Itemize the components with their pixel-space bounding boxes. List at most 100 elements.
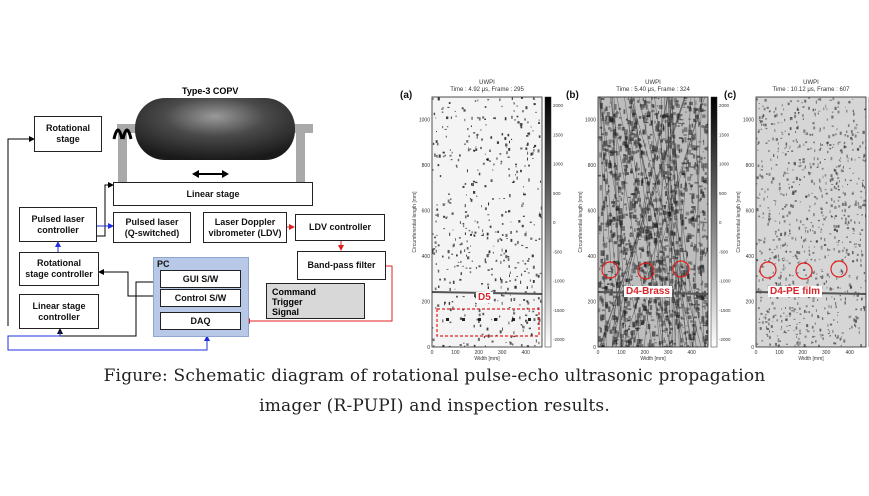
y-tick-label: 200 [588, 300, 597, 306]
x-axis-label: Width [mm] [798, 356, 824, 362]
y-tick-label: 1000 [743, 118, 754, 124]
x-tick-label: 400 [845, 350, 854, 356]
colorbar-tick-label: -2000 [719, 337, 731, 342]
y-axis-label: Circumferential length [mm] [578, 191, 584, 253]
ldv-controller-box: LDV controller [295, 214, 385, 241]
band-pass-filter-box: Band-pass filter [297, 251, 386, 280]
pc-label: PC [157, 259, 170, 269]
control-sw-box: Control S/W [160, 289, 241, 307]
wavefield-texture [756, 97, 866, 347]
rotational-stage-label: Rotational stage [46, 123, 90, 144]
colorbar-tick-label: 2000 [719, 103, 730, 108]
x-tick-label: 200 [641, 350, 650, 356]
rotational-stage-box: Rotational stage [34, 116, 102, 152]
colorbar-tick-label: 2000 [553, 103, 564, 108]
x-tick-label: 0 [431, 350, 434, 356]
ldv-controller-label: LDV controller [308, 222, 371, 232]
colorbar-tick-label: -1500 [719, 308, 731, 313]
defect-annotation: D4-Brass [624, 286, 672, 297]
colorbar-tick-label: 1500 [719, 132, 730, 137]
linear-stage-box: Linear stage [113, 182, 313, 206]
y-tick-label: 400 [588, 254, 597, 260]
colorbar [710, 96, 718, 348]
y-tick-label: 800 [422, 163, 431, 169]
y-tick-label: 1000 [419, 118, 430, 124]
defect-region-box [436, 308, 540, 337]
defect-mark [446, 318, 449, 321]
daq-box: DAQ [160, 312, 241, 330]
linear-stage-controller-label: Linear stage controller [32, 300, 86, 322]
defect-mark [478, 318, 481, 321]
x-tick-label: 300 [664, 350, 673, 356]
plot-border [755, 96, 867, 348]
colorbar-tick-label: -1000 [553, 279, 565, 284]
copv-title: Type-3 COPV [182, 86, 239, 96]
y-tick-label: 400 [422, 254, 431, 260]
colorbar-tick-label: -500 [553, 249, 563, 254]
y-tick-label: 800 [746, 163, 755, 169]
defect-circle [830, 260, 848, 278]
x-tick-label: 100 [617, 350, 626, 356]
y-tick-label: 1000 [585, 118, 596, 124]
y-tick-label: 800 [588, 163, 597, 169]
colorbar-tick-label: -500 [719, 249, 729, 254]
pulsed-laser-controller-label: Pulsed laser controller [31, 213, 85, 235]
defect-circle [672, 260, 690, 278]
defect-circle [601, 261, 619, 279]
legend-signal: Signal [272, 307, 300, 317]
panel-title-text: UWPI [479, 80, 495, 86]
panel-time-frame: Time : 5.40 μs, Frame : 324 [616, 87, 690, 93]
defect-circle [637, 262, 655, 280]
linear-stage-controller-box: Linear stage controller [19, 294, 99, 329]
legend-command: Command [272, 287, 317, 297]
daq-label: DAQ [190, 315, 211, 326]
pulsed-laser-box: Pulsed laser (Q-switched) [113, 212, 191, 243]
y-axis-label: Circumferential length [mm] [412, 191, 418, 253]
defect-circle [795, 262, 813, 280]
x-tick-label: 0 [597, 350, 600, 356]
plot-area [432, 97, 542, 347]
copv-cylinder [135, 98, 295, 160]
ldv-label: Laser Doppler vibrometer (LDV) [208, 216, 282, 238]
y-tick-label: 400 [746, 254, 755, 260]
panel-time-frame: Time : 10.12 μs, Frame : 607 [772, 87, 850, 93]
x-axis-label: Width [mm] [640, 356, 666, 362]
coupling-icon [112, 128, 133, 140]
panel-letter: (a) [400, 90, 413, 101]
panel-letter: (b) [566, 90, 579, 101]
wavefield-texture [432, 97, 542, 347]
colorbar-tick-label: 1000 [553, 162, 564, 167]
y-axis-label: Circumferential length [mm] [736, 191, 742, 253]
plot-border [431, 96, 543, 348]
panel-title-text: UWPI [803, 80, 819, 86]
y-tick-label: 600 [422, 209, 431, 215]
ldv-box: Laser Doppler vibrometer (LDV) [203, 212, 287, 243]
colorbar-tick-label: 1500 [553, 132, 564, 137]
colorbar-tick-label: 0 [719, 220, 722, 225]
control-sw-label: Control S/W [174, 292, 227, 303]
colorbar-tick-label: 1000 [719, 162, 730, 167]
panel-letter: (c) [724, 90, 737, 101]
x-tick-label: 0 [755, 350, 758, 356]
wavefield-texture [598, 96, 708, 348]
gui-sw-box: GUI S/W [160, 270, 241, 288]
x-tick-label: 400 [687, 350, 696, 356]
legend-trigger: Trigger [272, 297, 303, 307]
colorbar-tick-label: -2000 [553, 337, 565, 342]
colorbar-tick-label: 500 [719, 191, 727, 196]
defect-annotation: D4-PE film [768, 286, 823, 297]
pulsed-laser-controller-box: Pulsed laser controller [19, 207, 97, 242]
y-tick-label: 600 [588, 209, 597, 215]
x-tick-label: 100 [451, 350, 460, 356]
panel-time-frame: Time : 4.92 μs, Frame : 295 [450, 87, 524, 93]
colorbar-tick-label: 0 [553, 220, 556, 225]
defect-annotation: D5 [476, 292, 493, 303]
panel-title-text: UWPI [645, 80, 661, 86]
x-tick-label: 300 [498, 350, 507, 356]
